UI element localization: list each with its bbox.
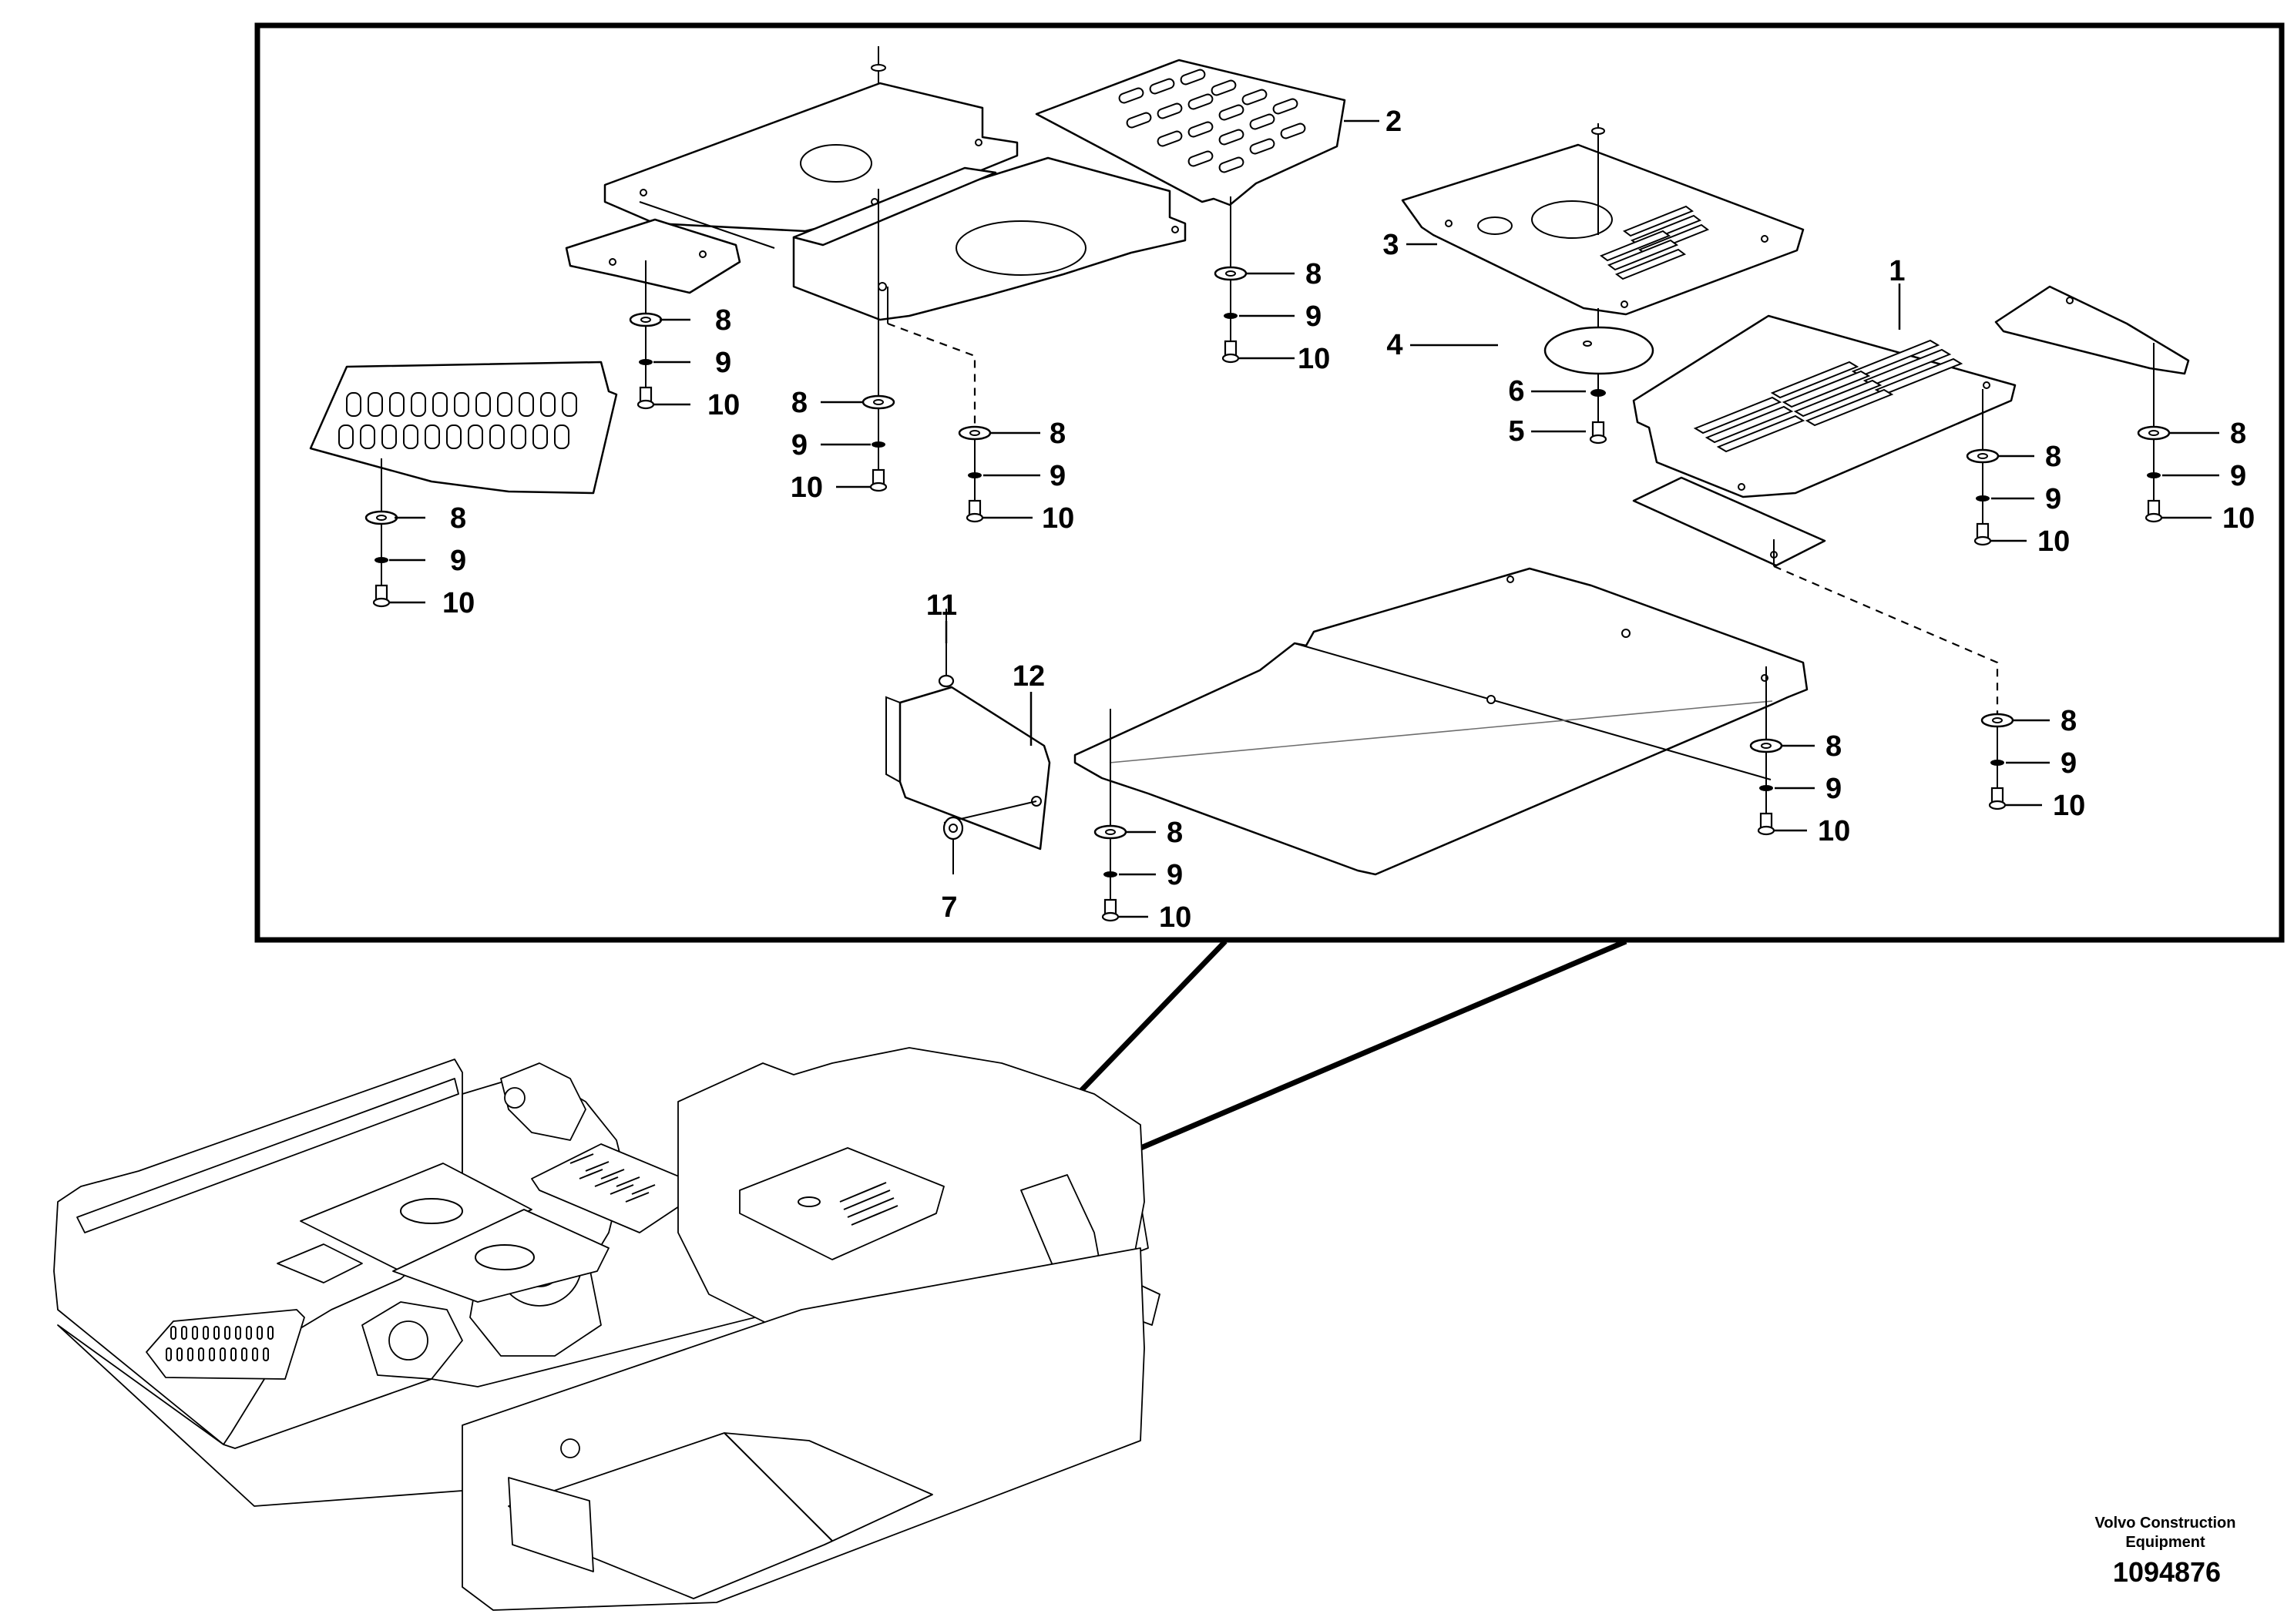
- callout-10: 10: [1042, 502, 1074, 535]
- callout-8: 8: [450, 502, 466, 535]
- callout-9: 9: [450, 545, 466, 577]
- callout-labels: 1 2 3 4 5 6 7 11 12 8 9 10 8 9 10 8 9 10…: [442, 106, 2255, 934]
- callout-6: 6: [1508, 375, 1524, 408]
- perforated-grille-1: [1632, 314, 2017, 498]
- small-cover-left: [565, 218, 741, 294]
- grille-slots-top: [1118, 69, 1306, 173]
- callout-9: 9: [791, 429, 808, 461]
- callout-3: 3: [1382, 229, 1399, 261]
- perforated-grille-left: [309, 361, 618, 495]
- callout-11: 11: [926, 589, 957, 622]
- callout-10: 10: [2053, 790, 2085, 822]
- detail-frame: [254, 22, 2285, 1234]
- callout-8: 8: [2061, 705, 2077, 737]
- callout-9: 9: [1167, 859, 1183, 891]
- callout-4: 4: [1386, 329, 1402, 361]
- callout-8: 8: [2230, 418, 2246, 450]
- callout-9: 9: [1305, 300, 1322, 333]
- callout-9: 9: [2045, 483, 2061, 515]
- callout-9: 9: [1825, 773, 1842, 805]
- bracket-far-right: [1994, 285, 2190, 375]
- callout-7: 7: [941, 891, 957, 924]
- cover-3-slots: [1599, 205, 1710, 280]
- callout-1: 1: [1889, 255, 1905, 287]
- callout-12: 12: [1013, 660, 1045, 693]
- callout-10: 10: [2222, 502, 2255, 535]
- callout-10: 10: [442, 587, 475, 619]
- callout-8: 8: [1050, 418, 1066, 450]
- callout-8: 8: [791, 387, 808, 419]
- fastener-7: [942, 816, 964, 841]
- callout-10: 10: [1298, 343, 1330, 375]
- callout-8: 8: [2045, 441, 2061, 473]
- callout-9: 9: [1050, 460, 1066, 492]
- grille-1-slots: [1693, 339, 1963, 453]
- access-cover-12: [885, 686, 1051, 851]
- callout-10: 10: [707, 389, 740, 421]
- credit-line-2: Equipment: [2125, 1534, 2205, 1551]
- callout-10: 10: [1818, 815, 1850, 847]
- callout-8: 8: [1305, 258, 1322, 290]
- floor-plate-center: [792, 156, 1187, 321]
- callout-9: 9: [2230, 460, 2246, 492]
- callout-2: 2: [1385, 106, 1402, 138]
- callout-8: 8: [1825, 730, 1842, 763]
- callout-10: 10: [2037, 525, 2070, 558]
- callout-5: 5: [1508, 415, 1524, 448]
- callout-10: 10: [1159, 901, 1191, 934]
- callout-9: 9: [715, 347, 731, 379]
- callout-9: 9: [2061, 747, 2077, 780]
- cover-plate-3: [1401, 143, 1805, 316]
- callout-8: 8: [715, 304, 731, 337]
- upper-frame-overview: [53, 1047, 1160, 1611]
- round-cover-4: [1543, 326, 1654, 375]
- grille-slots-left: [338, 392, 577, 449]
- overview-grille-left: [146, 1309, 305, 1380]
- credit-line-1: Volvo Construction: [2095, 1515, 2236, 1532]
- callout-8: 8: [1167, 817, 1183, 849]
- exploded-view: [309, 46, 2219, 922]
- callout-10: 10: [791, 471, 823, 504]
- floor-plate-bottom: [1073, 567, 1809, 876]
- document-number: 1094876: [2113, 1556, 2221, 1588]
- credit-block: Volvo Construction Equipment 1094876: [2095, 1515, 2236, 1588]
- perforated-grille-top: [1035, 59, 1346, 206]
